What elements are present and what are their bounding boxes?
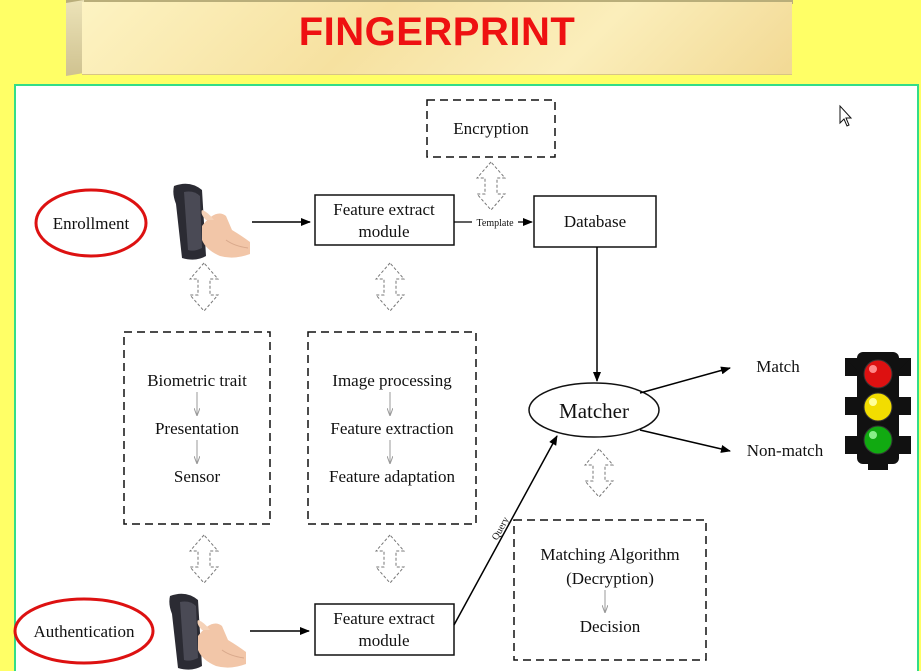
feature-extract-bottom-line2: module bbox=[359, 631, 410, 650]
authentication-label: Authentication bbox=[33, 622, 135, 641]
database-box bbox=[533, 195, 657, 248]
image-processing-label: Image processing bbox=[332, 371, 452, 390]
template-label-bg bbox=[472, 215, 518, 228]
sensor-label: Sensor bbox=[174, 467, 221, 486]
arrow-query bbox=[453, 435, 558, 626]
authentication-ellipse bbox=[13, 597, 155, 665]
encryption-label: Encryption bbox=[453, 119, 529, 138]
double-arrow-middle-top bbox=[375, 262, 405, 312]
fingerprint-scanner-icon bbox=[172, 183, 251, 261]
matcher-ellipse bbox=[528, 382, 660, 438]
feature-extract-bottom-line1: Feature extract bbox=[333, 609, 435, 628]
database-label: Database bbox=[564, 212, 626, 231]
matcher-label: Matcher bbox=[559, 399, 629, 423]
non-match-label: Non-match bbox=[747, 441, 824, 460]
feature-extraction-label: Feature extraction bbox=[330, 419, 454, 438]
slide-title: FINGERPRINT bbox=[298, 10, 576, 54]
traffic-light-icon bbox=[845, 352, 911, 470]
banner-side-edge bbox=[66, 0, 84, 76]
presentation-label: Presentation bbox=[155, 419, 240, 438]
decryption-label: (Decryption) bbox=[566, 569, 654, 588]
query-label: Query bbox=[490, 515, 512, 542]
arrow-to-match bbox=[639, 366, 731, 394]
arrow-to-non-match bbox=[639, 429, 731, 453]
encryption-box bbox=[426, 99, 556, 158]
middle-process-box bbox=[307, 331, 477, 525]
feature-extract-top-line2: module bbox=[359, 222, 410, 241]
template-label: Template bbox=[476, 218, 514, 229]
decision-label: Decision bbox=[580, 617, 641, 636]
enrollment-ellipse bbox=[34, 188, 148, 258]
double-arrow-left-top bbox=[189, 262, 219, 312]
left-process-box bbox=[123, 331, 271, 525]
matching-algorithm-label: Matching Algorithm bbox=[540, 545, 679, 564]
banner-face bbox=[82, 2, 792, 75]
feature-extract-top-line1: Feature extract bbox=[333, 200, 435, 219]
double-arrow-encryption bbox=[476, 161, 506, 211]
biometric-trait-label: Biometric trait bbox=[147, 371, 247, 390]
match-label: Match bbox=[756, 357, 800, 376]
feature-adaptation-label: Feature adaptation bbox=[329, 467, 456, 486]
feature-extract-bottom-box bbox=[314, 603, 455, 656]
fingerprint-scanner-icon-bottom bbox=[168, 593, 247, 671]
enrollment-label: Enrollment bbox=[53, 214, 130, 233]
feature-extract-top-box bbox=[314, 194, 455, 246]
matching-algorithm-box bbox=[513, 519, 707, 661]
double-arrow-middle-bottom bbox=[375, 534, 405, 584]
mouse-cursor-icon bbox=[839, 104, 853, 127]
double-arrow-left-bottom bbox=[189, 534, 219, 584]
double-arrow-matcher bbox=[584, 448, 614, 498]
